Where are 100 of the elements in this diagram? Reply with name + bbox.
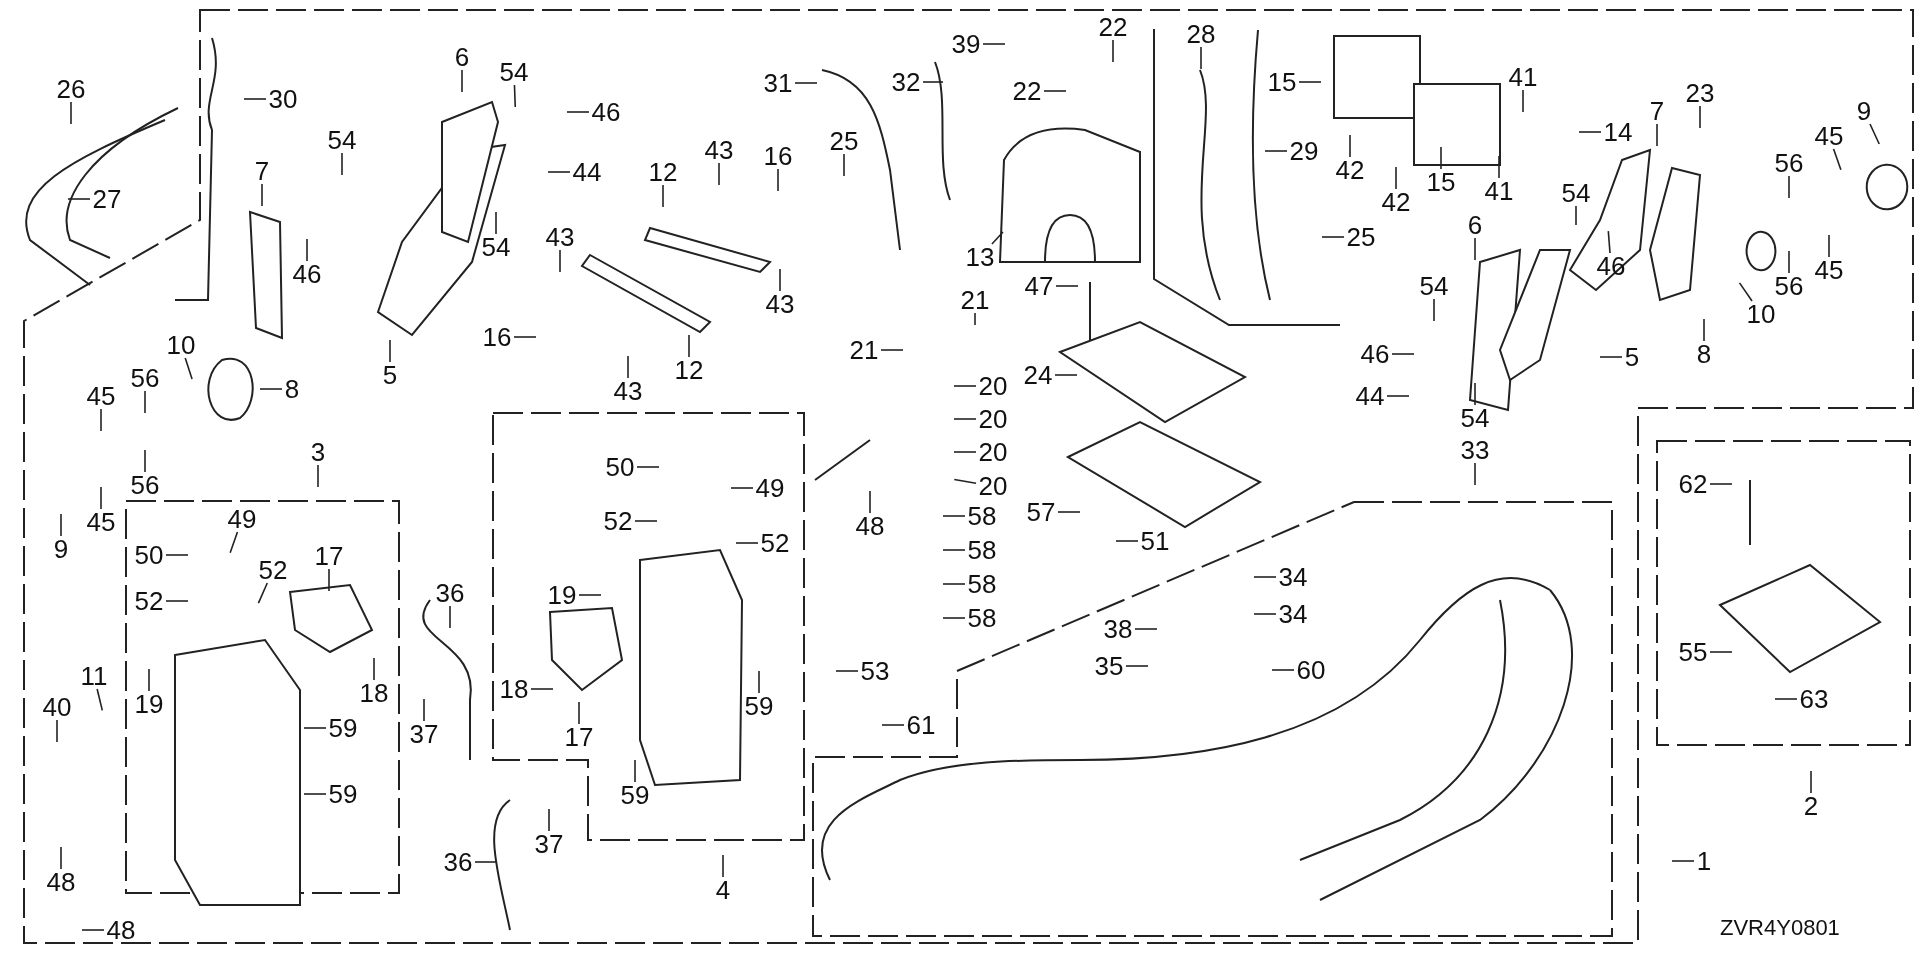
leader-line	[229, 531, 239, 554]
callout-number: 31	[763, 72, 793, 94]
leader-line	[547, 171, 571, 173]
leader-line	[869, 490, 871, 514]
leader-line	[1607, 230, 1611, 254]
drawing-code: ZVR4Y0801	[1720, 915, 1840, 941]
callout-number: 38	[1103, 618, 1133, 640]
callout-number: 46	[591, 101, 621, 123]
leader-line	[1386, 395, 1410, 397]
leader-line	[559, 249, 561, 273]
callout-number: 10	[1746, 303, 1776, 325]
leader-line	[303, 793, 327, 795]
callout-number: 55	[1678, 641, 1708, 663]
callout-number: 20	[978, 441, 1008, 463]
leader-line	[1788, 175, 1790, 199]
callout-number: 9	[53, 538, 69, 560]
callout-number: 22	[1012, 80, 1042, 102]
leader-line	[1391, 353, 1415, 355]
leader-line	[1774, 698, 1798, 700]
callout-number: 50	[605, 456, 635, 478]
leader-line	[373, 657, 375, 681]
callout-number: 59	[744, 695, 774, 717]
leader-line	[257, 582, 269, 604]
leader-line	[1321, 236, 1345, 238]
callout-number: 54	[327, 129, 357, 151]
callout-number: 45	[86, 385, 116, 407]
leader-line	[718, 162, 720, 186]
leader-line	[634, 520, 658, 522]
leader-line	[1054, 374, 1078, 376]
leader-line	[1395, 166, 1397, 190]
callout-number: 7	[254, 160, 270, 182]
leader-line	[303, 727, 327, 729]
leader-line	[942, 549, 966, 551]
leader-line	[513, 336, 537, 338]
leader-line	[1125, 665, 1149, 667]
leader-line	[953, 385, 977, 387]
leader-line	[144, 390, 146, 414]
leader-line	[1656, 123, 1658, 147]
callout-number: 60	[1296, 659, 1326, 681]
leader-line	[1671, 860, 1695, 862]
leader-line	[100, 486, 102, 510]
leader-line	[328, 568, 330, 592]
leader-line	[1599, 356, 1623, 358]
leader-line	[578, 594, 602, 596]
callout-number: 19	[547, 584, 577, 606]
callout-number: 37	[534, 833, 564, 855]
callout-number: 20	[978, 375, 1008, 397]
callout-number: 46	[292, 263, 322, 285]
callout-number: 40	[42, 696, 72, 718]
callout-number: 52	[258, 559, 288, 581]
leader-line	[513, 84, 517, 108]
leader-line	[1264, 150, 1288, 152]
callout-number: 30	[268, 88, 298, 110]
leader-line	[735, 542, 759, 544]
leader-line	[1271, 669, 1295, 671]
callout-number: 6	[1467, 214, 1483, 236]
callout-number: 19	[134, 693, 164, 715]
leader-line	[100, 408, 102, 432]
leader-line	[722, 854, 724, 878]
callout-number: 41	[1484, 180, 1514, 202]
callout-number: 8	[1696, 343, 1712, 365]
leader-line	[566, 111, 590, 113]
callout-number: 15	[1267, 71, 1297, 93]
callout-number: 39	[951, 33, 981, 55]
callout-number: 27	[92, 188, 122, 210]
callout-number: 56	[130, 474, 160, 496]
leader-line	[953, 418, 977, 420]
leader-line	[794, 82, 818, 84]
leader-line	[1115, 540, 1139, 542]
callout-number: 29	[1289, 140, 1319, 162]
callout-number: 3	[310, 441, 326, 463]
leader-line	[1055, 285, 1079, 287]
leader-line	[982, 43, 1006, 45]
callout-number: 14	[1603, 121, 1633, 143]
callout-number: 20	[978, 408, 1008, 430]
leader-line	[60, 513, 62, 537]
leader-line	[974, 312, 976, 326]
callout-number: 54	[1419, 275, 1449, 297]
leader-line	[1134, 628, 1158, 630]
callout-number: 53	[860, 660, 890, 682]
leader-line	[165, 554, 189, 556]
callout-number: 58	[967, 607, 997, 629]
leader-line	[1810, 770, 1812, 794]
callout-number: 47	[1024, 275, 1054, 297]
callout-number: 12	[648, 161, 678, 183]
callout-number: 4	[715, 879, 731, 901]
leader-line	[1578, 131, 1602, 133]
callout-number: 41	[1508, 66, 1538, 88]
callout-number: 23	[1685, 82, 1715, 104]
callout-number: 7	[1649, 100, 1665, 122]
callout-number: 59	[328, 783, 358, 805]
callout-number: 44	[572, 161, 602, 183]
leader-line	[942, 583, 966, 585]
callout-number: 56	[1774, 152, 1804, 174]
leader-line	[942, 515, 966, 517]
callout-number: 45	[1814, 259, 1844, 281]
callout-number: 15	[1426, 171, 1456, 193]
leader-line	[1832, 148, 1842, 171]
callout-number: 48	[46, 871, 76, 893]
leader-line	[758, 670, 760, 694]
